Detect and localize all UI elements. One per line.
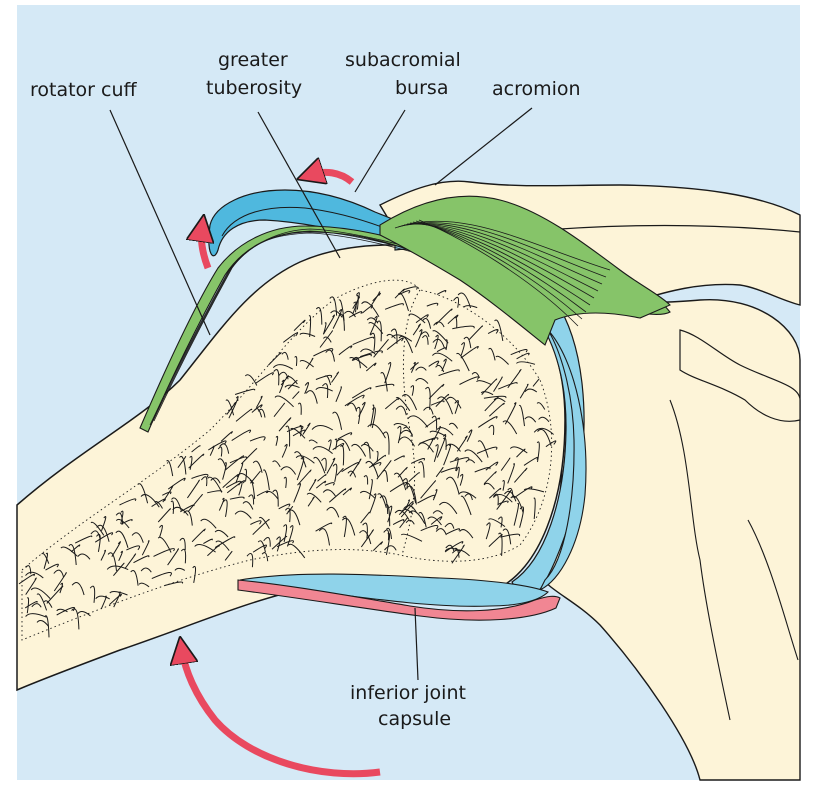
label-subacromial-line2: bursa bbox=[395, 77, 448, 99]
label-greater-tuberosity-line1: greater bbox=[218, 49, 288, 71]
label-subacromial-line1: subacromial bbox=[345, 49, 461, 71]
label-acromion: acromion bbox=[492, 78, 581, 100]
label-rotator-cuff: rotator cuff bbox=[30, 79, 138, 101]
label-greater-tuberosity-line2: tuberosity bbox=[206, 77, 302, 99]
label-inferior-capsule-line1: inferior joint bbox=[350, 682, 466, 704]
label-inferior-capsule-line2: capsule bbox=[378, 708, 451, 730]
